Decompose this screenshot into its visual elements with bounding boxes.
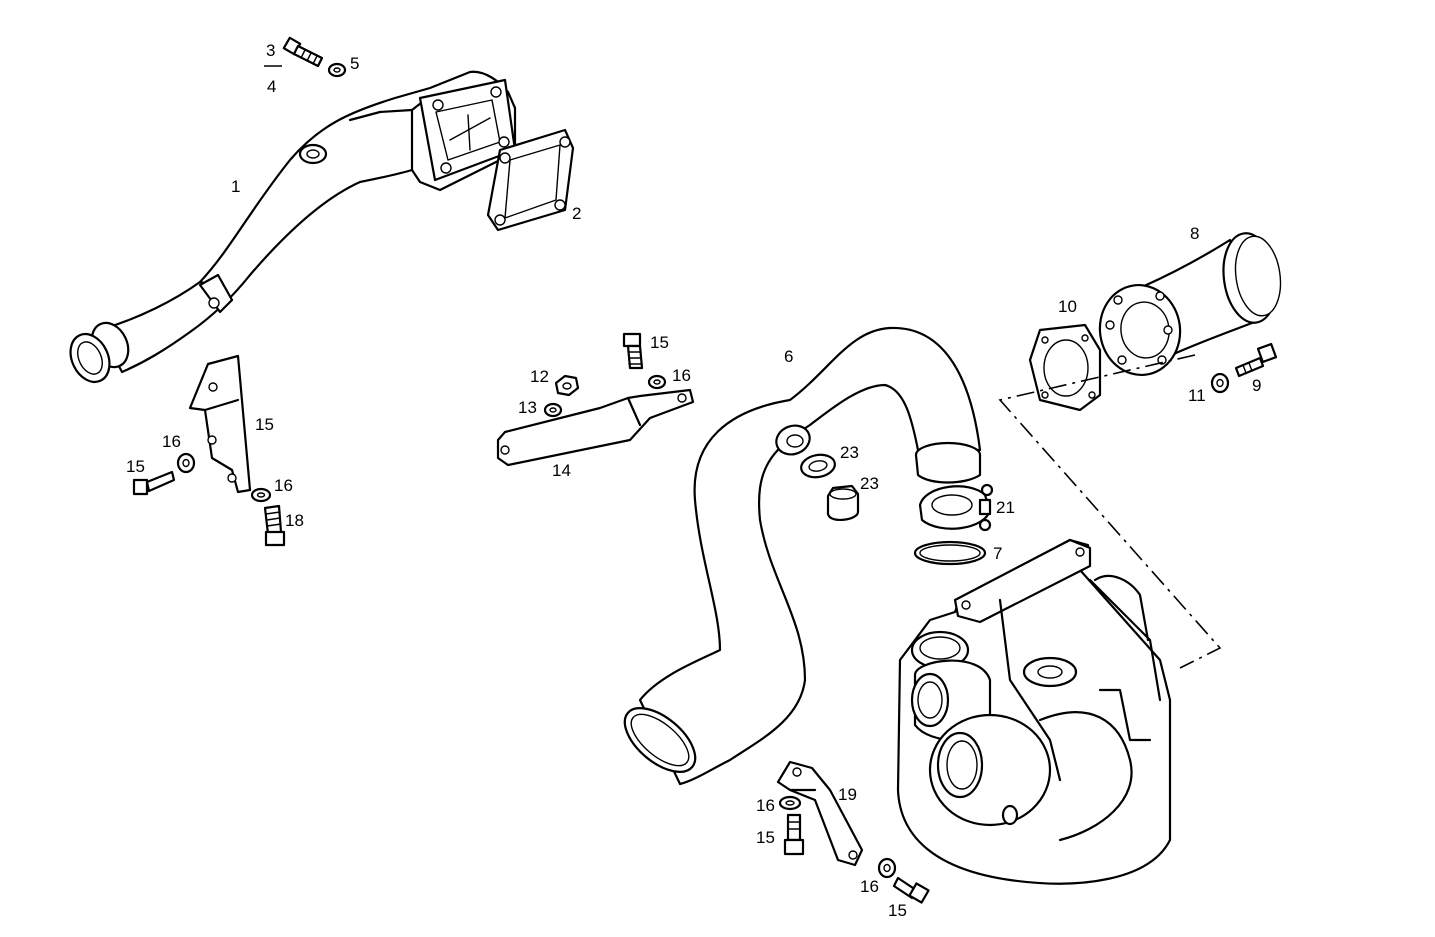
callout-11: 11 xyxy=(1188,386,1206,405)
callout-10: 10 xyxy=(1058,297,1077,316)
part-23-plug xyxy=(826,484,860,521)
callout-15: 15 xyxy=(126,457,145,476)
part-15-bolt-top xyxy=(622,332,644,370)
part-15-bolt-left xyxy=(132,470,176,496)
callout-12: 12 xyxy=(530,367,549,386)
part-18-bolt xyxy=(263,504,286,547)
callout-18: 18 xyxy=(285,511,304,530)
callout-15: 15 xyxy=(888,901,907,920)
callout-19: 19 xyxy=(838,785,857,804)
part-16-washer-bottom xyxy=(877,857,897,879)
callout-21: 21 xyxy=(996,498,1015,517)
callout-23: 23 xyxy=(860,474,879,493)
part-13-washer xyxy=(543,402,563,418)
part-7-o-ring xyxy=(913,540,987,566)
part-12-nut xyxy=(554,374,580,397)
part-21-clamp xyxy=(918,483,994,532)
callout-16: 16 xyxy=(860,877,879,896)
part-16-washer-bracket19 xyxy=(778,795,802,811)
callout-labels: 3 4 5 1 2 15 16 15 16 18 15 16 12 13 14 … xyxy=(126,41,1261,920)
callout-6: 6 xyxy=(784,347,793,366)
callout-16: 16 xyxy=(756,796,775,815)
part-3-4-bolt xyxy=(282,36,324,68)
part-5-washer xyxy=(327,62,347,78)
callout-14: 14 xyxy=(552,461,571,480)
part-16-washer-lower xyxy=(250,487,272,503)
callout-2: 2 xyxy=(572,204,581,223)
part-11-washer xyxy=(1210,372,1230,394)
callout-1: 1 xyxy=(231,177,240,196)
callout-8: 8 xyxy=(1190,224,1199,243)
part-2-gasket xyxy=(486,128,575,232)
part-17-bracket xyxy=(188,354,252,494)
part-9-bolt xyxy=(1234,342,1278,378)
part-16-washer-left xyxy=(176,452,196,474)
callout-15: 15 xyxy=(756,828,775,847)
callout-22: 23 xyxy=(840,443,859,462)
part-14-bracket xyxy=(496,388,695,467)
part-16-washer-top xyxy=(647,374,667,390)
part-15-bolt-bracket19 xyxy=(783,813,805,856)
part-1-exhaust-pipe xyxy=(69,70,517,384)
callout-4: 4 xyxy=(267,77,276,96)
callout-16: 16 xyxy=(672,366,691,385)
callout-13: 13 xyxy=(518,398,537,417)
part-19-bracket xyxy=(776,760,864,867)
part-8-flanged-tube xyxy=(1098,232,1282,377)
part-6-bent-pipe xyxy=(623,326,982,786)
part-22-washer xyxy=(800,453,836,479)
callout-17: 15 xyxy=(255,415,274,434)
callout-16: 16 xyxy=(274,476,293,495)
callout-7: 7 xyxy=(993,544,1002,563)
part-10-gasket-ring xyxy=(1028,323,1102,412)
callout-15: 15 xyxy=(650,333,669,352)
callout-16: 16 xyxy=(162,432,181,451)
callout-5: 5 xyxy=(350,54,359,73)
callout-3: 3 xyxy=(266,41,275,60)
alignment-leader-line xyxy=(998,354,1222,669)
part-15-bolt-bottom xyxy=(892,876,930,904)
callout-9: 9 xyxy=(1252,376,1261,395)
turbocharger-assembly xyxy=(896,538,1172,885)
